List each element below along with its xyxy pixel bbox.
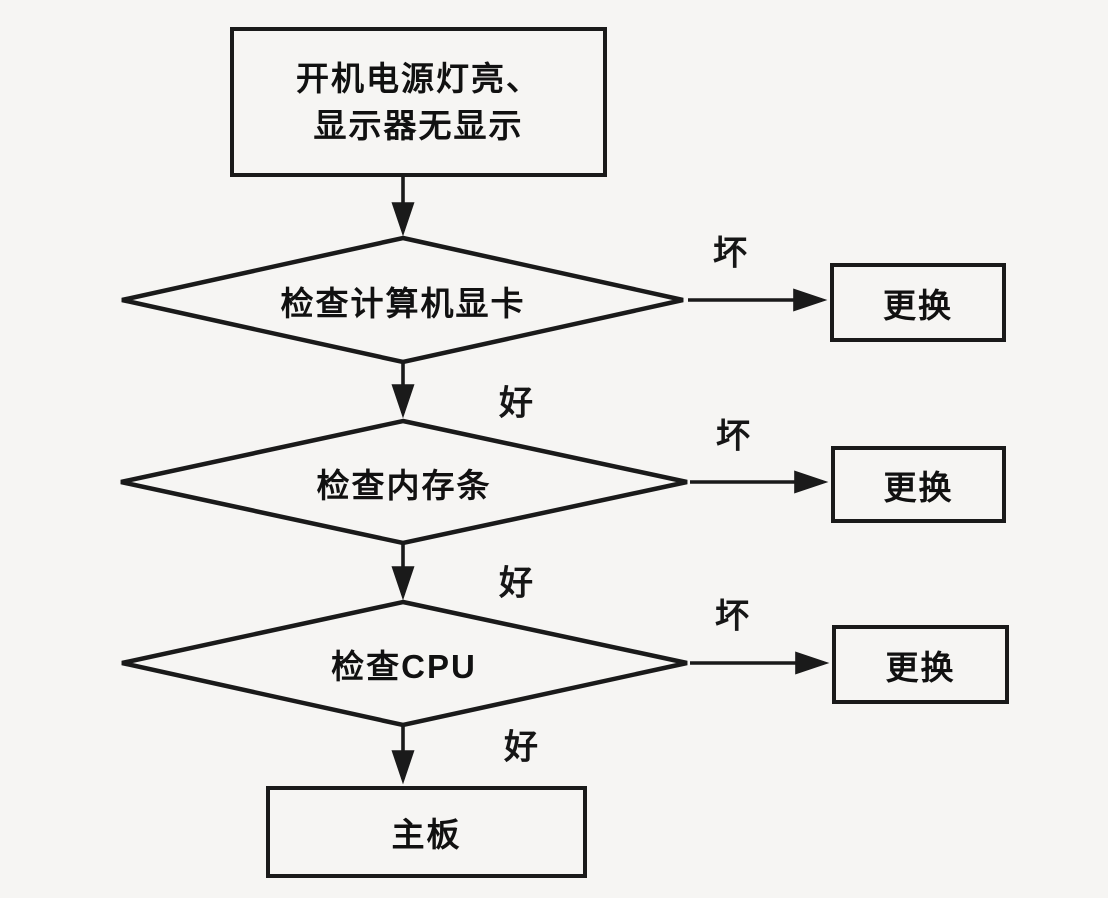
motherboard-node: 主板 — [266, 786, 587, 878]
start-node-line2: 显示器无显示 — [313, 107, 524, 144]
decision-cpu-shape — [121, 599, 688, 728]
replace-node-2: 更换 — [831, 446, 1006, 523]
start-node: 开机电源灯亮、 显示器无显示 — [230, 27, 607, 177]
edge-label-good-gpu: 好 — [499, 384, 533, 423]
edge-label-bad-ram: 坏 — [716, 417, 750, 456]
edge-label-good-ram: 好 — [499, 564, 533, 603]
replace-node-1-label: 更换 — [883, 286, 953, 324]
replace-node-2-label: 更换 — [883, 468, 954, 506]
decision-ram-shape — [120, 418, 688, 546]
motherboard-node-label: 主板 — [391, 816, 462, 853]
replace-node-1: 更换 — [830, 263, 1006, 342]
start-node-line1: 开机电源灯亮、 — [296, 60, 541, 97]
decision-ram-label: 检查内存条 — [316, 467, 492, 504]
replace-node-3-label: 更换 — [885, 648, 956, 686]
decision-cpu-label: 检查CPU — [331, 648, 477, 685]
edge-label-bad-gpu: 坏 — [713, 234, 747, 273]
decision-gpu-shape — [121, 235, 684, 365]
decision-gpu-label: 检查计算机显卡 — [280, 285, 526, 322]
edge-label-good-cpu: 好 — [504, 728, 538, 767]
replace-node-3: 更换 — [832, 625, 1009, 704]
edge-label-bad-cpu: 坏 — [715, 597, 749, 636]
